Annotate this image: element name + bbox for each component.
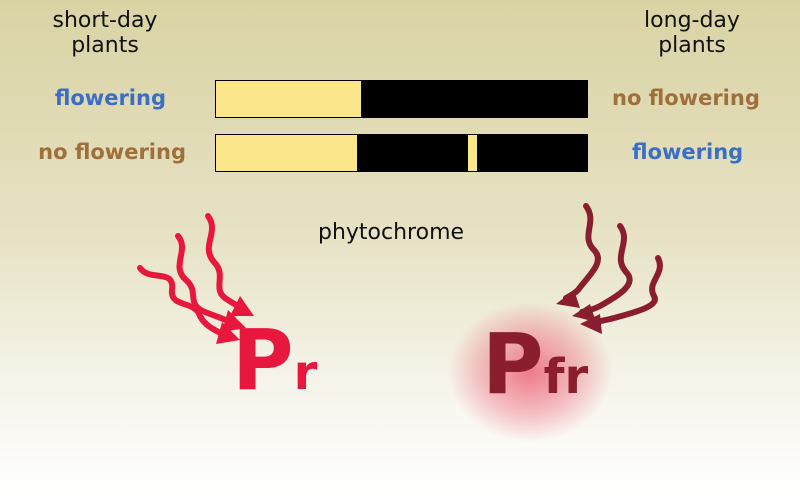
red-light-arrow-2 [175,233,233,325]
photoperiod-bar-row2 [215,134,588,172]
long-day-line2: plants [658,33,726,59]
short-day-plants-heading: short-day plants [30,8,180,59]
far-red-light-arrow-3 [589,255,663,325]
photoperiod-bar-row1 [215,80,588,118]
phytochrome-label: phytochrome [318,220,465,245]
short-day-status-row2: no flowering [38,140,186,164]
short-day-line2: plants [71,33,139,59]
long-day-status-row2: flowering [632,140,744,164]
red-light-arrow-3 [205,213,245,311]
long-day-status-row1: no flowering [612,86,760,110]
night-light-flash-row2 [468,135,478,171]
far-red-arrowhead-2 [572,304,596,322]
pfr-subscript: fr [543,349,589,405]
light-period-row2 [216,135,357,171]
short-day-line1: short-day [52,8,158,33]
far-red-arrowhead-3 [580,314,602,334]
short-day-status-row1: flowering [54,86,166,110]
pr-subscript: r [293,345,318,401]
pfr-main-letter: P [482,315,544,413]
red-arrowhead-2 [222,310,246,332]
red-arrowhead-1 [216,322,240,344]
far-red-light-arrow-1 [563,203,601,301]
red-arrowhead-3 [230,296,254,316]
pfr-glow [448,302,612,442]
far-red-arrowhead-1 [556,290,580,308]
long-day-plants-heading: long-day plants [612,8,772,59]
red-light-arrow-1 [137,265,225,337]
pr-main-letter: P [232,311,294,409]
pfr-symbol: Pfr [482,322,588,406]
long-day-line1: long-day [644,8,740,33]
light-period-row1 [216,81,361,117]
pr-symbol: Pr [232,318,317,402]
